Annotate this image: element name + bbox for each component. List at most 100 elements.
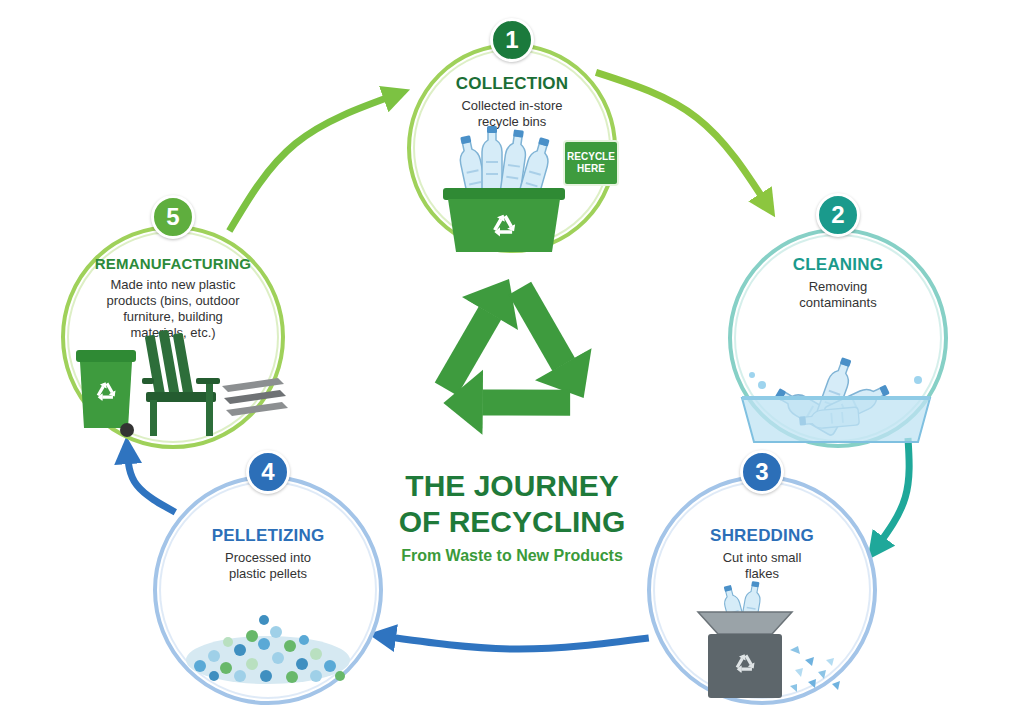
step-heading: PELLETIZING	[153, 525, 383, 546]
step-heading: SHREDDING	[647, 525, 877, 546]
lumber-plank	[226, 402, 288, 416]
pellet	[270, 626, 282, 638]
process-circle: 5REMANUFACTURINGMade into new plastic pr…	[61, 225, 285, 449]
chair-slat	[158, 330, 179, 397]
plastic-flake	[790, 684, 797, 692]
diagram-title: THE JOURNEY OF RECYCLING	[384, 468, 640, 540]
pellet	[208, 650, 220, 662]
chair-arm	[196, 378, 220, 384]
chair-leg	[206, 384, 213, 436]
recycle-bin	[448, 199, 560, 252]
cleaning-illustration	[742, 355, 930, 442]
pellet	[284, 640, 296, 652]
plastic-bottle	[455, 134, 488, 203]
water-tub	[742, 398, 930, 442]
chair-arm	[142, 378, 154, 384]
pellet	[234, 670, 246, 682]
sign-text: RECYCLE HERE	[563, 140, 619, 186]
lumber-plank	[222, 378, 284, 392]
step-description: Collected in-store recycle bins	[452, 98, 572, 130]
plastic-bottle	[815, 355, 856, 424]
flow-arrow	[596, 72, 768, 205]
step-number: 2	[816, 193, 860, 237]
water-splash	[749, 372, 755, 378]
bin-lid	[76, 350, 136, 362]
circle-ring	[649, 477, 875, 703]
plastic-bottle	[772, 384, 843, 437]
diagram-caption: From Waste to New Products	[362, 546, 662, 566]
pellet	[258, 638, 270, 650]
plastic-flake	[790, 646, 800, 654]
chair-slat	[173, 333, 194, 396]
plastic-bottle	[824, 380, 892, 426]
step-heading: CLEANING	[728, 254, 948, 275]
plastic-bottle	[517, 136, 554, 205]
pellet	[296, 658, 308, 670]
products-illustration	[76, 330, 288, 437]
shredder-body	[708, 634, 782, 698]
pellet	[259, 615, 269, 625]
flow-arrow	[127, 450, 175, 512]
pellet	[234, 644, 246, 656]
shredder-hopper	[698, 612, 792, 634]
plastic-bottle	[799, 407, 860, 430]
circle-outline	[153, 475, 383, 705]
step-description: Removing contaminants	[792, 279, 884, 311]
plastic-flake	[808, 679, 816, 688]
pellet	[272, 652, 284, 664]
step-description: Processed into plastic pellets	[218, 550, 318, 582]
plastic-flake	[805, 657, 814, 666]
step-number: 4	[246, 450, 290, 494]
process-circle: 3SHREDDINGCut into small flakes	[647, 475, 877, 705]
bin-rim	[443, 188, 565, 200]
wheelie-bin	[80, 362, 132, 428]
bin-wheel	[120, 423, 134, 437]
plastic-flake	[795, 668, 803, 677]
chair-slat	[145, 335, 166, 398]
process-circle: 2CLEANINGRemoving contaminants	[728, 228, 948, 448]
pellet	[286, 671, 298, 683]
pellet	[310, 648, 322, 660]
circle-inner-ring	[160, 482, 376, 698]
step-number: 5	[151, 195, 195, 239]
sign-box: RECYCLE HERE	[563, 140, 619, 186]
collection-illustration	[443, 126, 565, 252]
chair-leg	[150, 400, 157, 436]
pellet	[324, 660, 336, 672]
circle-ring	[155, 477, 381, 703]
recycle-mark	[97, 382, 118, 403]
pellet	[246, 658, 258, 670]
recycle-mark	[494, 215, 519, 240]
step-number: 1	[490, 18, 534, 62]
recycle-mark	[736, 654, 757, 675]
sign-panel	[564, 141, 618, 185]
water-splash	[914, 376, 922, 384]
pellet	[246, 630, 258, 642]
process-circle: 1COLLECTIONCollected in-store recycle bi…	[407, 43, 617, 253]
plastic-bottle	[500, 129, 529, 197]
flow-arrow	[229, 94, 397, 231]
plastic-flake	[826, 658, 834, 666]
plastic-bottle	[482, 126, 502, 192]
pellet	[310, 670, 322, 682]
pellet	[209, 671, 219, 681]
flow-arrow	[876, 438, 909, 549]
plastic-bottle	[720, 584, 747, 636]
step-description: Made into new plastic products (bins, ou…	[98, 277, 248, 341]
water-splash	[758, 381, 766, 389]
plastic-bottle	[740, 580, 763, 631]
circle-inner-ring	[654, 482, 870, 698]
step-heading: REMANUFACTURING	[61, 254, 285, 273]
tub-rim	[742, 396, 930, 400]
step-description: Cut into small flakes	[720, 550, 804, 582]
plastic-flake	[818, 670, 826, 679]
pellet	[260, 670, 272, 682]
pellet-pile	[186, 615, 350, 684]
circle-outline	[647, 475, 877, 705]
chair-seat	[146, 392, 216, 402]
shredding-illustration	[698, 580, 840, 698]
lumber-plank	[224, 390, 286, 404]
step-heading: COLLECTION	[407, 73, 617, 94]
pellet	[223, 637, 233, 647]
